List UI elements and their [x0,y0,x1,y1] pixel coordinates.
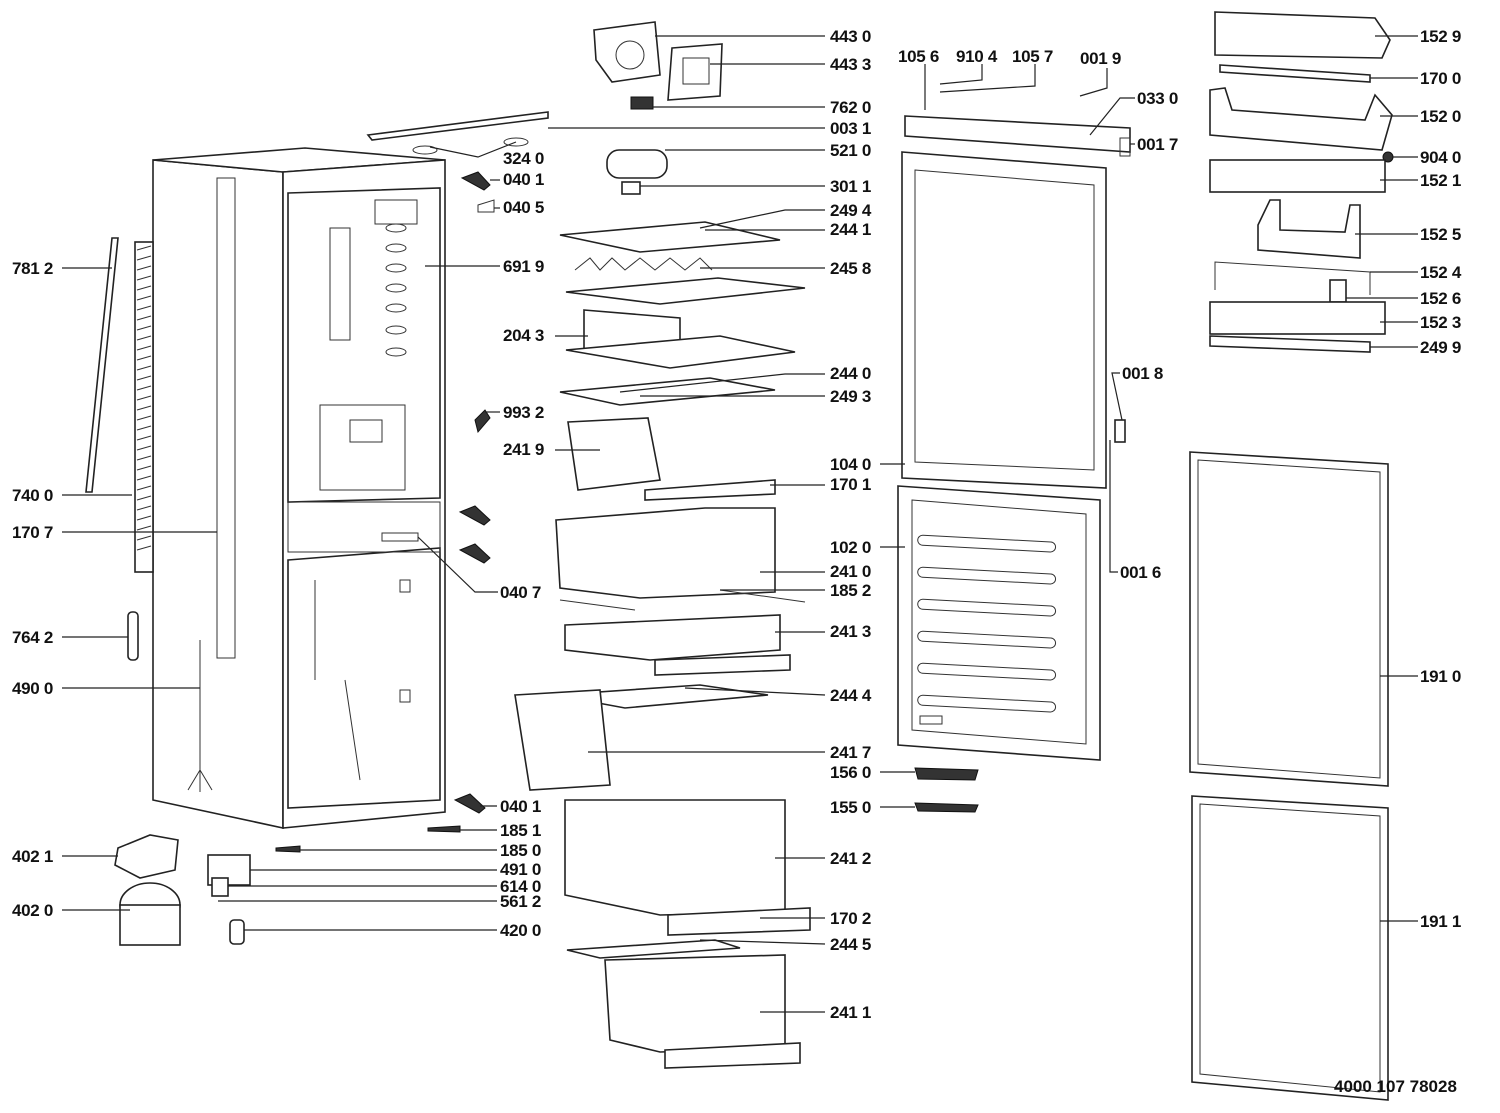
part-label-1700: 170 0 [1420,69,1462,88]
hinge-clips [275,171,495,853]
part-label-1526: 152 6 [1420,289,1462,308]
part-label-0031: 003 1 [830,119,872,138]
part-label-1850: 185 0 [500,841,542,860]
part-label-1521: 152 1 [1420,171,1462,190]
part-label-1040: 104 0 [830,455,872,474]
part-label-0019: 001 9 [1080,49,1122,68]
part-label-4200: 420 0 [500,921,542,940]
part-label-1520: 152 0 [1420,107,1462,126]
part-label-1057: 105 7 [1012,47,1054,66]
part-label-6140: 614 0 [500,877,542,896]
part-label-0407: 040 7 [500,583,542,602]
part-label-5210: 521 0 [830,141,872,160]
document-number: 4000 107 78028 [1334,1077,1457,1096]
part-label-2441: 244 1 [830,220,872,239]
part-label-2417: 241 7 [830,743,872,762]
part-label-1523: 152 3 [1420,313,1462,332]
part-label-9932: 993 2 [503,403,545,422]
part-label-1525: 152 5 [1420,225,1462,244]
left-parts [85,237,213,792]
part-label-2412: 241 2 [830,849,872,868]
part-label-0401-top: 040 1 [503,170,545,189]
part-label-9040: 904 0 [1420,148,1462,167]
door-gaskets [1189,451,1389,1101]
part-label-2444: 244 4 [830,686,872,705]
part-label-3011: 301 1 [830,177,872,196]
cabinet [152,147,446,829]
part-label-7620: 762 0 [830,98,872,117]
part-label-1020: 102 0 [830,538,872,557]
part-label-1056: 105 6 [898,47,940,66]
part-label-2445: 244 5 [830,935,872,954]
top-center-parts [366,21,723,195]
part-label-0401-bottom: 040 1 [500,797,542,816]
part-label-2494: 249 4 [830,201,872,220]
part-label-1911: 191 1 [1420,912,1462,931]
part-label-1707: 170 7 [12,523,54,542]
part-label-0017: 001 7 [1137,135,1179,154]
vent-slots [385,223,407,357]
part-label-4021: 402 1 [12,847,54,866]
part-label-0016: 001 6 [1120,563,1162,582]
part-label-2411: 241 1 [830,1003,872,1022]
door-shelves [1209,11,1394,353]
part-label-1701: 170 1 [830,475,872,494]
part-label-1550: 155 0 [830,798,872,817]
part-label-1852: 185 2 [830,581,872,600]
leader-lines [62,35,1418,1013]
part-label-1524: 152 4 [1420,263,1462,282]
shelves-drawers [514,221,811,1069]
part-label-2413: 241 3 [830,622,872,641]
part-label-7812: 781 2 [12,259,54,278]
part-label-2440: 244 0 [830,364,872,383]
part-label-1851: 185 1 [500,821,542,840]
part-label-7400: 740 0 [12,486,54,505]
part-label-9104: 910 4 [956,47,998,66]
doors [897,115,1131,813]
compressor-parts [114,834,251,946]
part-label-1702: 170 2 [830,909,872,928]
part-label-2499: 249 9 [1420,338,1462,357]
part-label-3240: 324 0 [503,149,545,168]
part-label-7642: 764 2 [12,628,54,647]
part-label-0405: 040 5 [503,198,545,217]
part-label-4020: 402 0 [12,901,54,920]
part-label-0018: 001 8 [1122,364,1164,383]
part-label-4910: 491 0 [500,860,542,879]
part-label-2410: 241 0 [830,562,872,581]
part-label-6919: 691 9 [503,257,545,276]
part-label-2043: 204 3 [503,326,545,345]
part-label-5612: 561 2 [500,892,542,911]
part-label-1560: 156 0 [830,763,872,782]
part-label-1529: 152 9 [1420,27,1462,46]
part-label-2493: 249 3 [830,387,872,406]
door-ribs [917,534,1057,713]
part-label-4900: 490 0 [12,679,54,698]
part-label-2419: 241 9 [503,440,545,459]
part-label-4433: 443 3 [830,55,872,74]
part-label-2458: 245 8 [830,259,872,278]
part-label-1910: 191 0 [1420,667,1462,686]
part-label-0330: 033 0 [1137,89,1179,108]
part-label-4430: 443 0 [830,27,872,46]
